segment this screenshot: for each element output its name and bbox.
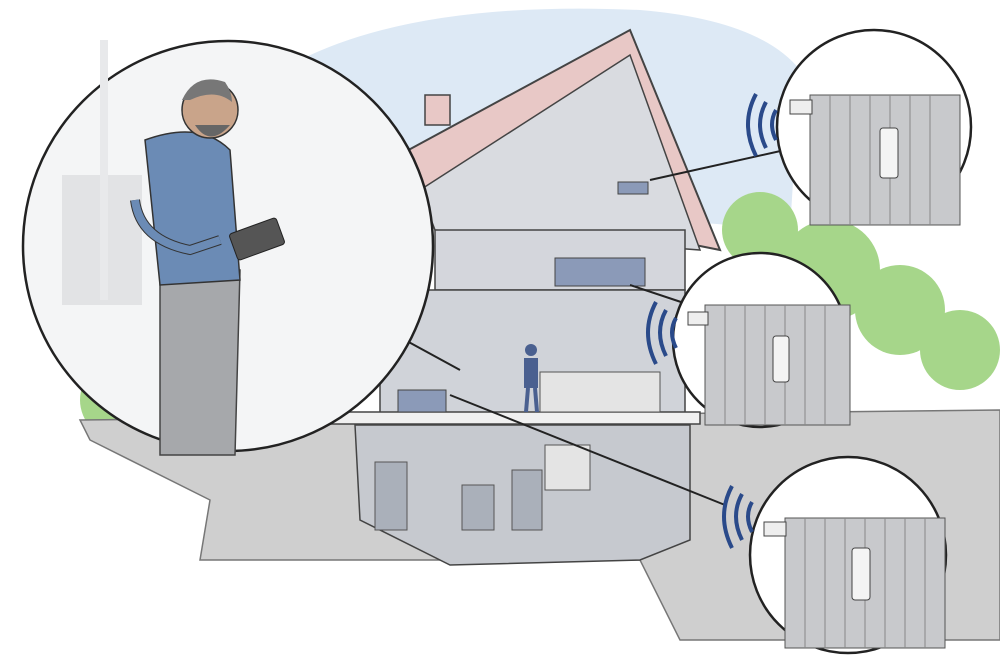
wireless-sensor-bottom	[851, 547, 871, 601]
thermostat-valve-bottom	[763, 521, 787, 537]
house-radiator-upper	[554, 257, 646, 287]
signal-icon-top	[746, 93, 778, 157]
house-radiator-attic	[617, 181, 649, 195]
thermostat-valve-middle	[687, 311, 709, 326]
signal-icon-bottom	[722, 485, 754, 549]
radiator-callout-middle	[671, 251, 851, 429]
wireless-sensor-top	[879, 127, 899, 179]
house	[329, 28, 722, 566]
signal-icon-middle	[646, 301, 678, 365]
house-radiator-middle	[397, 389, 447, 413]
thermostat-valve-top	[789, 99, 813, 115]
man-with-tablet	[130, 79, 285, 456]
person-callout	[21, 39, 435, 456]
callout-lines	[404, 149, 786, 506]
radiator-callout-bottom	[748, 455, 948, 655]
radiator-callout-top	[775, 28, 973, 226]
wireless-sensor-middle	[772, 335, 790, 383]
